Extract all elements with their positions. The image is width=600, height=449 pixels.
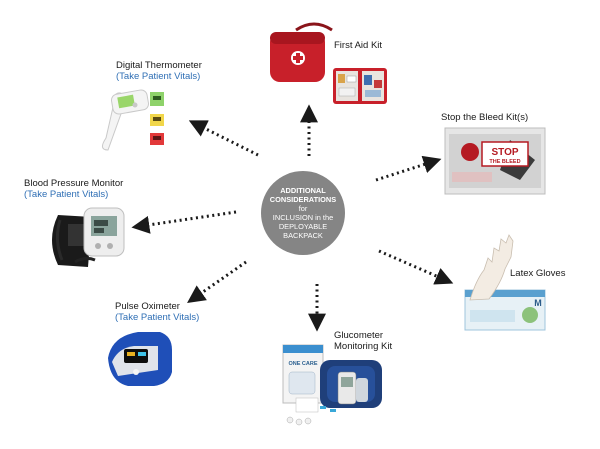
connector-blood-pressure <box>131 210 237 234</box>
label-glucometer-line1: Glucometer <box>334 330 384 341</box>
glucometer-illustration: ONE CARE <box>282 344 382 426</box>
label-thermometer: Digital Thermometer <box>116 60 202 71</box>
label-stop-the-bleed: Stop the Bleed Kit(s) <box>441 112 529 123</box>
hub-line4: INCLUSION in the <box>272 213 334 222</box>
pulse-oximeter-illustration <box>108 332 172 386</box>
latex-gloves-illustration: M <box>464 234 546 331</box>
label-pulse-oximeter: Pulse Oximeter <box>115 301 180 312</box>
connector-gloves <box>378 249 454 285</box>
gloves-size-text: M <box>534 298 542 308</box>
connector-stop-bleed <box>375 155 442 182</box>
blood-pressure-monitor-illustration <box>52 207 125 267</box>
sublabel-pulse-oximeter: (Take Patient Vitals) <box>115 312 200 323</box>
label-latex-gloves: Latex Gloves <box>510 268 566 279</box>
hub-line5: DEPLOYABLE <box>278 222 328 231</box>
hub-title-line2: CONSIDERATIONS <box>269 195 337 204</box>
glucometer-box-text: ONE CARE <box>288 361 317 367</box>
label-first-aid-kit: First Aid Kit <box>334 40 383 51</box>
hub-title-line1: ADDITIONAL <box>280 186 326 195</box>
label-glucometer-line2: Monitoring Kit <box>334 341 393 352</box>
sublabel-blood-pressure: (Take Patient Vitals) <box>24 189 109 200</box>
connector-thermometer <box>188 120 259 157</box>
hub-line6: BACKPACK <box>283 231 323 240</box>
sublabel-thermometer: (Take Patient Vitals) <box>116 71 201 82</box>
stop-the-bleed-illustration: STOP THE BLEED <box>444 127 546 195</box>
center-hub: ADDITIONAL CONSIDERATIONS for INCLUSION … <box>261 171 345 255</box>
stop-sign-text: STOP <box>491 147 518 158</box>
hub-line3: for <box>298 204 308 213</box>
the-bleed-sign-text: THE BLEED <box>489 159 520 165</box>
first-aid-kit-illustration <box>270 22 387 104</box>
label-blood-pressure: Blood Pressure Monitor <box>24 178 124 189</box>
connector-oximeter <box>187 260 247 304</box>
digital-thermometer-illustration <box>102 89 164 151</box>
